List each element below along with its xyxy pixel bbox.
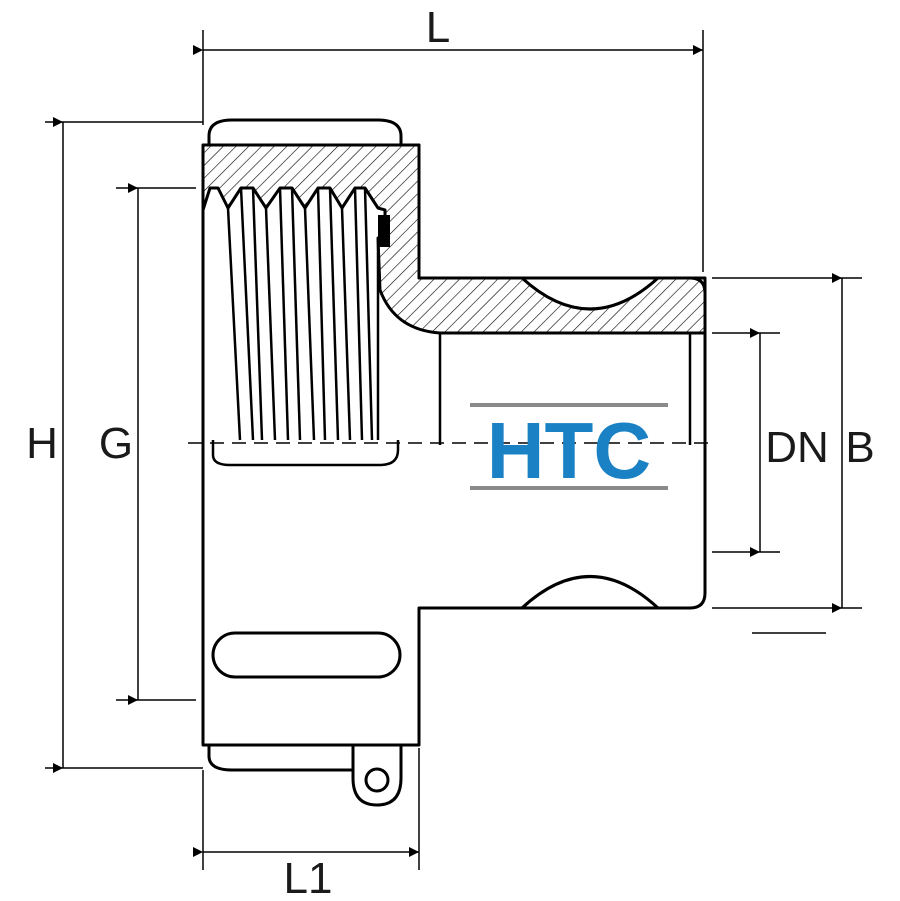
mounting-hole — [364, 767, 390, 793]
label-G: G — [99, 419, 133, 468]
section-hatch — [201, 143, 707, 335]
label-L1: L1 — [284, 854, 333, 901]
thread-lines — [211, 187, 692, 467]
bottom-cap — [207, 745, 353, 772]
label-B: B — [845, 423, 874, 472]
lower-notch — [520, 575, 660, 610]
label-L: L — [426, 3, 450, 52]
dimensions — [45, 30, 862, 870]
label-H: H — [26, 419, 58, 468]
mounting-tab — [351, 745, 403, 807]
label-DN: DN — [765, 423, 829, 472]
gasket — [378, 215, 390, 247]
logo: HTC — [470, 403, 668, 495]
lower-slot — [211, 631, 402, 679]
top-cap — [207, 118, 403, 145]
logo-text: HTC — [487, 406, 651, 495]
